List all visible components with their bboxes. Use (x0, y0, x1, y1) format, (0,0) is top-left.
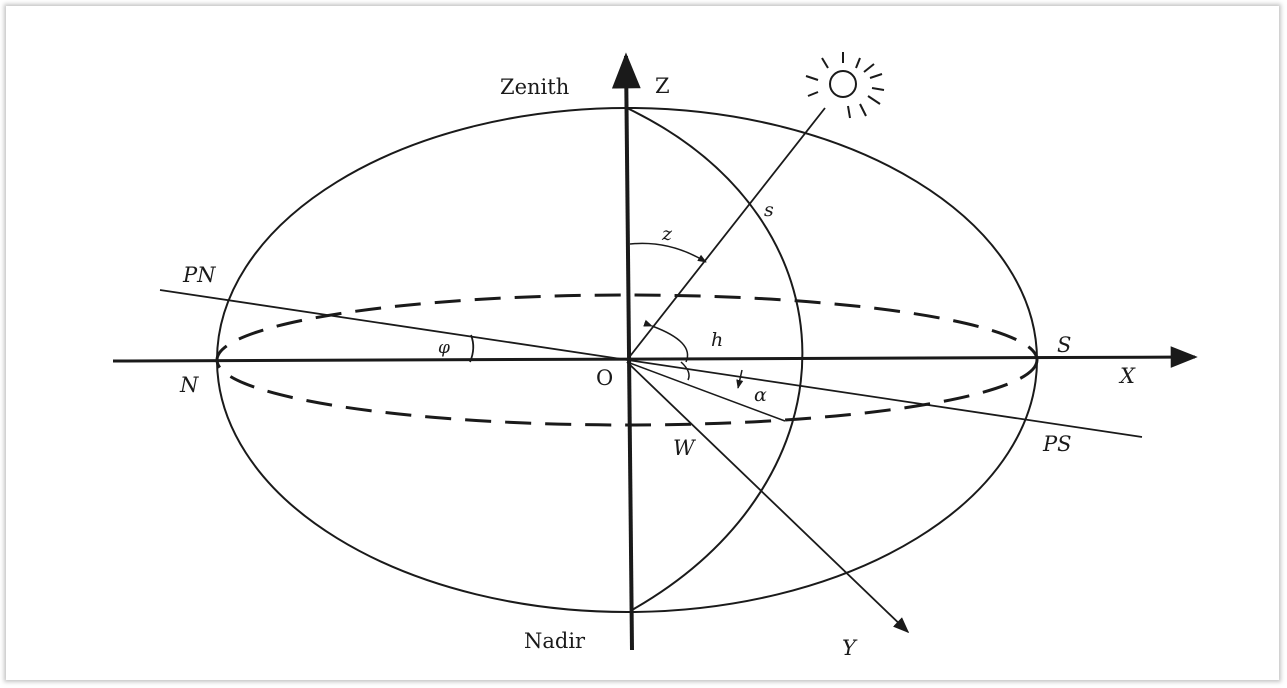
latitude-angle-arc (469, 334, 475, 363)
pn-label: PN (182, 263, 216, 287)
nadir-label: Nadir (524, 629, 586, 653)
sun-point-label: s (764, 199, 774, 221)
azimuth-angle-marker (736, 369, 744, 389)
x-axis-label: X (1118, 364, 1136, 388)
sun-ray-line (626, 107, 826, 361)
w-label: W (673, 436, 697, 460)
zenith-label: Zenith (500, 75, 569, 99)
latitude-label: φ (438, 338, 450, 358)
zenith-angle-label: z (661, 223, 673, 245)
vertical-circle-arc (626, 107, 804, 611)
y-axis-line (626, 361, 910, 634)
n-label: N (179, 373, 199, 397)
zenith-angle-arc (629, 242, 707, 263)
altitude-angle-arc (643, 319, 689, 363)
z-axis-label: Z (655, 74, 670, 98)
x-axis-line (112, 346, 1198, 368)
ps-label: PS (1042, 432, 1072, 456)
azimuth-angle-arc (680, 361, 690, 381)
s-point-label: S (1057, 333, 1071, 357)
sun-horizon-projection (626, 361, 786, 422)
y-axis-label: Y (842, 636, 858, 660)
azimuth-label: α (754, 384, 767, 406)
origin-label: O (596, 366, 613, 390)
altitude-label: h (711, 329, 723, 351)
z-axis-line (611, 52, 641, 651)
sun-icon (805, 52, 885, 119)
polar-axis-line (159, 289, 1143, 438)
